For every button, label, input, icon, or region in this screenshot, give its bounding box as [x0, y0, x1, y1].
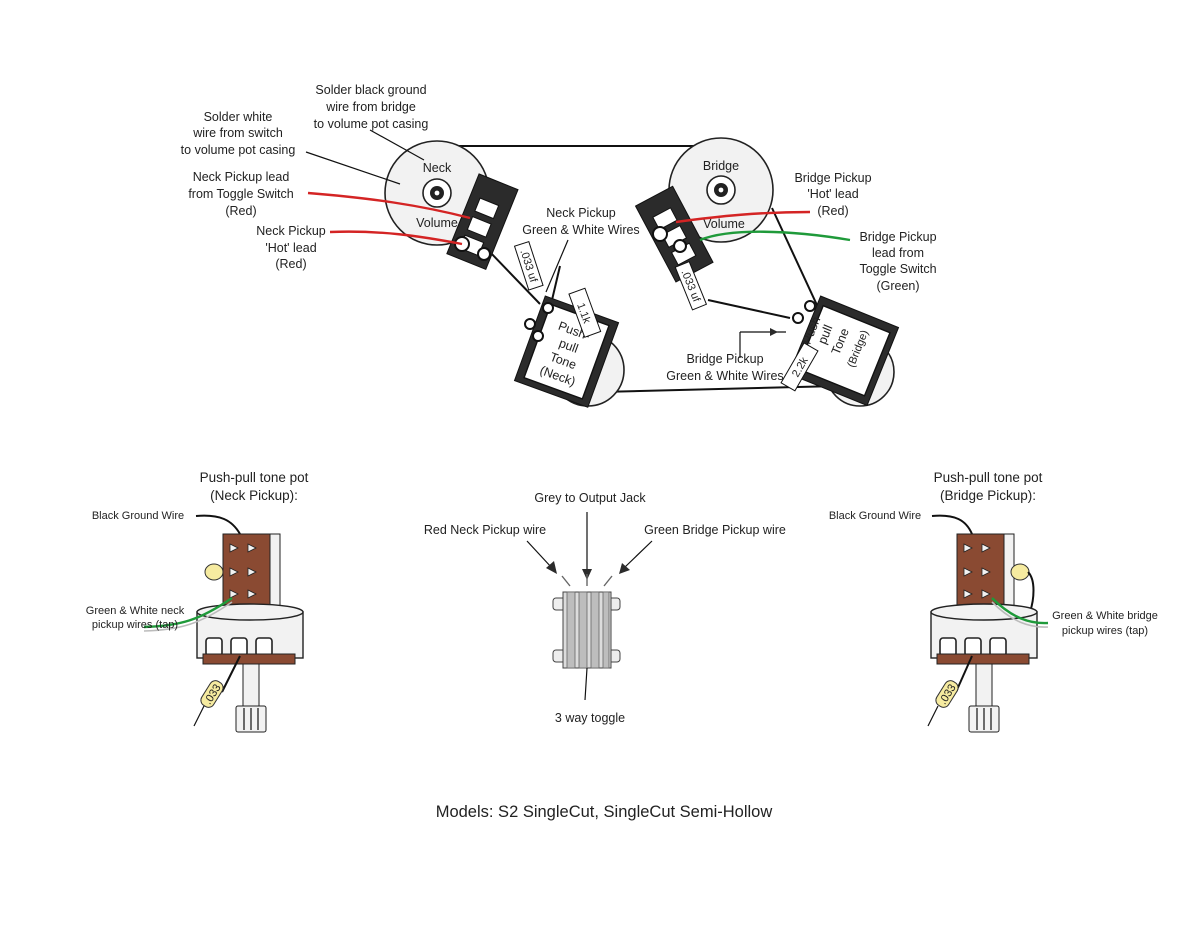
annotation-neck-hot: Neck Pickup 'Hot' lead (Red) — [256, 224, 326, 271]
svg-text:wire from bridge: wire from bridge — [325, 100, 416, 114]
bridge-ground-label: Black Ground Wire — [829, 510, 921, 522]
svg-text:(Red): (Red) — [275, 257, 306, 271]
svg-text:Solder black ground: Solder black ground — [315, 83, 426, 97]
pickup-lead-wires — [307, 191, 851, 246]
neck-ground-label: Black Ground Wire — [92, 510, 184, 522]
bridge-tap-label-2: pickup wires (tap) — [1062, 625, 1148, 637]
neck-tap-label-1: Green & White neck — [86, 605, 185, 617]
bridge-tap-label-1: Green & White bridge — [1052, 610, 1158, 622]
bridge-pot-title-2: (Bridge Pickup): — [940, 488, 1036, 503]
svg-text:'Hot' lead: 'Hot' lead — [807, 187, 858, 201]
bridge-tone-pot: Push- pull Tone (Bridge) 2.2k .033 uf — [674, 260, 900, 407]
neck-tone-pot: Push- pull Tone (Neck) 1.1k .033 uf — [513, 240, 625, 408]
annotation-bridge-hot: Bridge Pickup 'Hot' lead (Red) — [794, 171, 871, 218]
svg-text:(Red): (Red) — [225, 204, 256, 218]
svg-text:(Red): (Red) — [817, 204, 848, 218]
svg-text:Neck Pickup: Neck Pickup — [546, 206, 616, 220]
svg-text:Bridge Pickup: Bridge Pickup — [859, 230, 936, 244]
svg-text:Green & White Wires: Green & White Wires — [522, 223, 639, 237]
bridge-pot-title-1: Push-pull tone pot — [934, 470, 1043, 485]
bridge-pot-top-label: Bridge — [703, 159, 739, 173]
svg-text:from Toggle Switch: from Toggle Switch — [188, 187, 293, 201]
svg-text:Neck Pickup: Neck Pickup — [256, 224, 326, 238]
neck-pot-title-1: Push-pull tone pot — [200, 470, 309, 485]
svg-text:Solder white: Solder white — [204, 110, 273, 124]
annotation-solder-white: Solder white wire from switch to volume … — [181, 110, 296, 157]
svg-text:Bridge Pickup: Bridge Pickup — [794, 171, 871, 185]
neck-push-pull-pot-detail: Push-pull tone pot (Neck Pickup): Black … — [86, 470, 309, 733]
bridge-push-pull-pot-detail: Push-pull tone pot (Bridge Pickup): Blac… — [829, 470, 1158, 733]
bridge-pot-bottom-label: Volume — [703, 217, 745, 231]
annotation-solder-black: Solder black ground wire from bridge to … — [314, 83, 429, 131]
svg-text:to volume pot casing: to volume pot casing — [181, 143, 296, 157]
bridge-volume-pot: Bridge Volume — [634, 137, 774, 283]
svg-text:Green & White Wires: Green & White Wires — [666, 369, 783, 383]
annotation-neck-lead-toggle: Neck Pickup lead from Toggle Switch (Red… — [188, 170, 293, 218]
svg-text:Bridge Pickup: Bridge Pickup — [686, 352, 763, 366]
annotation-neck-green-white: Neck Pickup Green & White Wires — [522, 206, 639, 237]
svg-text:wire from switch: wire from switch — [192, 126, 283, 140]
toggle-red-label: Red Neck Pickup wire — [424, 523, 546, 537]
models-caption: Models: S2 SingleCut, SingleCut Semi-Hol… — [436, 803, 773, 821]
three-way-toggle-detail: Grey to Output Jack Red Neck Pickup wire… — [424, 491, 786, 725]
neck-volume-pot: Neck Volume — [384, 140, 519, 271]
bridge-tone-line-2: pull — [815, 323, 835, 346]
neck-pot-bottom-label: Volume — [416, 216, 458, 230]
svg-text:to volume pot casing: to volume pot casing — [314, 117, 429, 131]
toggle-caption: 3 way toggle — [555, 711, 625, 725]
svg-text:(Green): (Green) — [876, 279, 919, 293]
svg-text:'Hot' lead: 'Hot' lead — [265, 241, 316, 255]
neck-tone-line-2: pull — [557, 336, 580, 356]
neck-pot-title-2: (Neck Pickup): — [210, 488, 298, 503]
annotation-leaders — [305, 129, 569, 293]
toggle-green-label: Green Bridge Pickup wire — [644, 523, 786, 537]
svg-text:Toggle Switch: Toggle Switch — [859, 262, 936, 276]
svg-text:Neck Pickup lead: Neck Pickup lead — [193, 170, 290, 184]
toggle-grey-label: Grey to Output Jack — [534, 491, 646, 505]
svg-text:lead from: lead from — [872, 246, 924, 260]
annotation-bridge-green-white: Bridge Pickup Green & White Wires — [666, 352, 783, 383]
neck-tap-label-2: pickup wires (tap) — [92, 619, 178, 631]
neck-pot-top-label: Neck — [423, 161, 452, 175]
annotation-bridge-lead-toggle: Bridge Pickup lead from Toggle Switch (G… — [859, 230, 936, 293]
